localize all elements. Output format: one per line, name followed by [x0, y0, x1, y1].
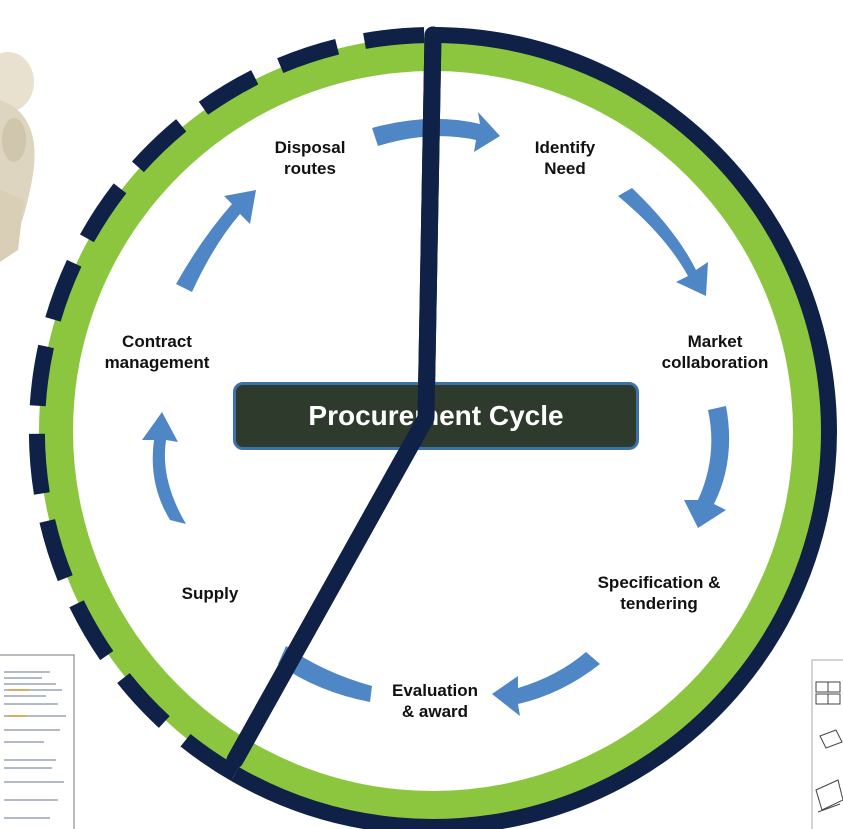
- diagram-title: Procurement Cycle: [308, 400, 564, 431]
- stage-line1: Evaluation: [392, 681, 478, 700]
- 3d-figure-icon: [0, 52, 35, 262]
- stage-disposal-routes: Disposal routes: [250, 137, 370, 179]
- minute-hand: [417, 26, 442, 427]
- stage-line2: tendering: [620, 594, 698, 613]
- stage-line2: routes: [284, 159, 336, 178]
- stage-line2: Need: [544, 159, 586, 178]
- stage-line1: Disposal: [274, 138, 346, 157]
- arrow-supply-to-contract: [142, 412, 186, 524]
- stage-line1: Market: [687, 332, 743, 351]
- sketch-thumbnail-icon: [811, 659, 843, 829]
- arrow-market-to-specification: [684, 406, 730, 528]
- document-thumbnail-icon: [0, 654, 75, 829]
- stage-supply: Supply: [160, 583, 260, 604]
- arrow-identify-to-market: [618, 188, 708, 296]
- stage-identify-need: Identify Need: [505, 137, 625, 179]
- title-box: Procurement Cycle: [233, 382, 639, 450]
- stage-line1: Specification &: [597, 573, 721, 592]
- arrow-specification-to-evaluation: [492, 652, 600, 716]
- stage-evaluation-award: Evaluation & award: [370, 680, 500, 722]
- stage-specification-tendering: Specification & tendering: [576, 572, 742, 614]
- stage-line2: collaboration: [661, 353, 769, 372]
- stage-line2: management: [104, 353, 210, 372]
- stage-market-collaboration: Market collaboration: [640, 331, 790, 373]
- stage-line1: Identify: [534, 138, 596, 157]
- stage-contract-management: Contract management: [80, 331, 234, 373]
- elapsed-time-arc: [231, 27, 837, 829]
- stage-line1: Contract: [122, 332, 192, 351]
- stage-line1: Supply: [181, 584, 239, 603]
- stage-line2: & award: [401, 702, 469, 721]
